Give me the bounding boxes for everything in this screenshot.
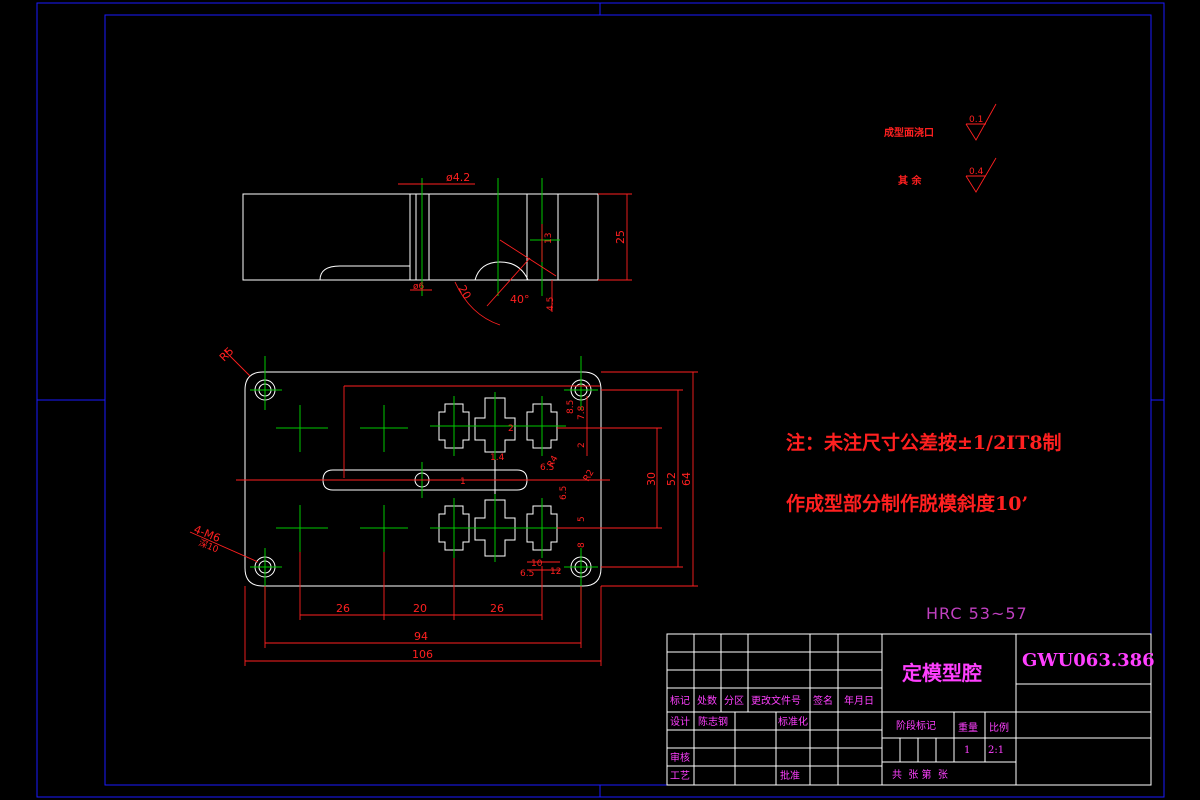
svg-text:8: 8: [577, 542, 587, 548]
svg-text:1: 1: [460, 477, 466, 487]
svg-text:12: 12: [550, 567, 561, 577]
svg-text:成型面浇口: 成型面浇口: [884, 126, 934, 139]
svg-text:设计: 设计: [670, 715, 690, 728]
svg-text:52: 52: [665, 472, 678, 486]
svg-text:2: 2: [508, 424, 514, 434]
svg-text:审核: 审核: [670, 751, 690, 764]
svg-text:106: 106: [412, 648, 433, 661]
svg-text:其 余: 其 余: [898, 174, 922, 187]
title-block: 定模型腔 GWU063.386 标记 处数 分区 更改文件号 签名 年月日 设计…: [666, 633, 1155, 786]
svg-text:0.4: 0.4: [969, 167, 984, 177]
svg-text:1: 1: [964, 745, 970, 756]
svg-text:陈志钢: 陈志钢: [698, 715, 728, 728]
svg-text:20: 20: [455, 283, 473, 302]
hardness-spec: HRC 53~57: [926, 604, 1028, 623]
svg-text:26: 26: [336, 602, 350, 615]
svg-text:工艺: 工艺: [670, 770, 690, 782]
svg-text:2:1: 2:1: [988, 745, 1004, 756]
svg-text:共 张 第 张: 共 张 第 张: [892, 768, 948, 781]
svg-text:年月日: 年月日: [844, 694, 874, 707]
svg-text:重量: 重量: [958, 721, 978, 734]
svg-text:ø4.2: ø4.2: [446, 171, 470, 184]
note-draft-angle: 作成型部分制作脱模斜度10’: [786, 492, 1028, 515]
svg-text:30: 30: [645, 472, 658, 486]
svg-text:6.5: 6.5: [520, 569, 534, 579]
svg-text:批准: 批准: [780, 769, 800, 782]
svg-text:处数: 处数: [697, 694, 717, 707]
drawing-title: 定模型腔: [902, 661, 982, 685]
svg-text:8.5: 8.5: [566, 400, 576, 414]
svg-text:7.8: 7.8: [577, 405, 587, 420]
svg-text:26: 26: [490, 602, 504, 615]
svg-text:20: 20: [413, 602, 427, 615]
svg-text:10: 10: [531, 559, 543, 569]
svg-text:阶段标记: 阶段标记: [896, 719, 936, 732]
svg-text:R2: R2: [582, 468, 597, 483]
svg-text:6.5: 6.5: [540, 463, 554, 473]
svg-text:标记: 标记: [670, 695, 690, 707]
svg-text:2: 2: [577, 442, 587, 448]
svg-text:4.5: 4.5: [546, 297, 556, 311]
svg-text:1.4: 1.4: [490, 453, 505, 463]
svg-text:94: 94: [414, 630, 428, 643]
top-view: ø4.2 25 13 ø6 20 40° 4.5: [242, 171, 632, 326]
svg-text:25: 25: [614, 230, 627, 244]
note-tolerance: 注：未注尺寸公差按±1/2IT8制: [786, 431, 1062, 454]
front-view: 64 52 30 2 8.5 7.8 2 1.4 R4 R2 6.5 1 6.5…: [189, 345, 698, 666]
svg-text:40°: 40°: [510, 293, 530, 306]
drawing-code: GWU063.386: [1022, 650, 1155, 671]
svg-text:0.1: 0.1: [969, 115, 983, 125]
svg-text:签名: 签名: [813, 694, 833, 707]
svg-text:ø6: ø6: [413, 282, 425, 292]
svg-text:64: 64: [680, 472, 693, 486]
svg-text:标准化: 标准化: [778, 715, 808, 728]
svg-text:13: 13: [544, 233, 554, 244]
roughness-spec: 成型面浇口 0.1 其 余 0.4: [884, 103, 997, 193]
svg-text:分区: 分区: [724, 695, 744, 707]
svg-text:R5: R5: [217, 345, 237, 365]
svg-text:6.5: 6.5: [559, 486, 569, 500]
svg-text:5: 5: [577, 516, 587, 522]
svg-text:比例: 比例: [989, 721, 1009, 734]
svg-text:更改文件号: 更改文件号: [751, 694, 801, 707]
